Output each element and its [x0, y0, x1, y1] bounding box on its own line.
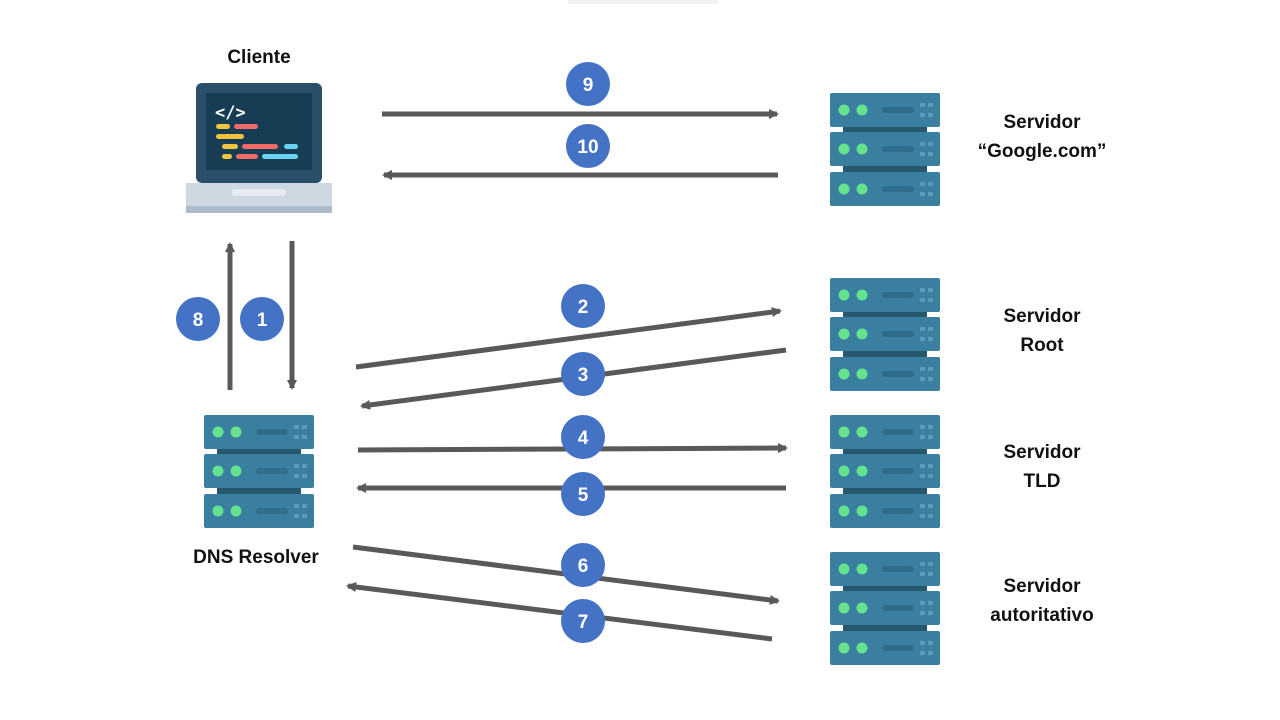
dns-resolver-server-icon — [204, 415, 314, 528]
step-badge-7: 7 — [561, 599, 605, 643]
svg-text:</>: </> — [215, 103, 246, 123]
step-number-2: 2 — [578, 297, 589, 318]
step-badge-6: 6 — [561, 543, 605, 587]
google-server-icon — [830, 93, 940, 206]
authoritative-server-icon — [830, 552, 940, 665]
step-number-10: 10 — [577, 137, 598, 158]
tld-server-icon — [830, 415, 940, 528]
step-badge-9: 9 — [566, 62, 610, 106]
step-badge-8: 8 — [176, 297, 220, 341]
authoritative-server-label-line1: Servidor — [1003, 576, 1081, 597]
authoritative-server-label-line2: autoritativo — [990, 605, 1094, 626]
google-server-label-line2: “Google.com” — [977, 141, 1107, 162]
tld-server-label: Servidor TLD — [962, 438, 1122, 496]
dns-resolver-label: DNS Resolver — [176, 543, 336, 572]
tld-server-label-line2: TLD — [1023, 471, 1061, 492]
step-badge-1: 1 — [240, 297, 284, 341]
top-strip — [568, 0, 718, 4]
step-badge-10: 10 — [566, 124, 610, 168]
client-label-text: Cliente — [227, 47, 291, 68]
step-number-4: 4 — [578, 428, 589, 449]
step-number-3: 3 — [578, 365, 589, 386]
step-badge-5: 5 — [561, 472, 605, 516]
step-number-1: 1 — [257, 310, 268, 331]
step-badge-3: 3 — [561, 352, 605, 396]
root-server-label-line1: Servidor — [1003, 306, 1081, 327]
dns-resolver-label-text: DNS Resolver — [193, 547, 319, 568]
client-label: Cliente — [199, 43, 319, 72]
google-server-label: Servidor “Google.com” — [962, 108, 1122, 166]
step-number-9: 9 — [583, 75, 594, 96]
step-number-8: 8 — [193, 310, 204, 331]
root-server-icon — [830, 278, 940, 391]
root-server-label-line2: Root — [1020, 335, 1064, 356]
step-number-5: 5 — [578, 485, 589, 506]
step-badge-2: 2 — [561, 284, 605, 328]
tld-server-label-line1: Servidor — [1003, 442, 1081, 463]
arrow-7 — [346, 582, 773, 642]
arrow-2 — [355, 307, 782, 370]
google-server-label-line1: Servidor — [1003, 112, 1081, 133]
step-number-6: 6 — [578, 556, 589, 577]
step-badge-4: 4 — [561, 415, 605, 459]
laptop-icon: </> — [186, 83, 332, 213]
authoritative-server-label: Servidor autoritativo — [962, 572, 1122, 630]
root-server-label: Servidor Root — [962, 302, 1122, 360]
step-number-7: 7 — [578, 612, 589, 633]
